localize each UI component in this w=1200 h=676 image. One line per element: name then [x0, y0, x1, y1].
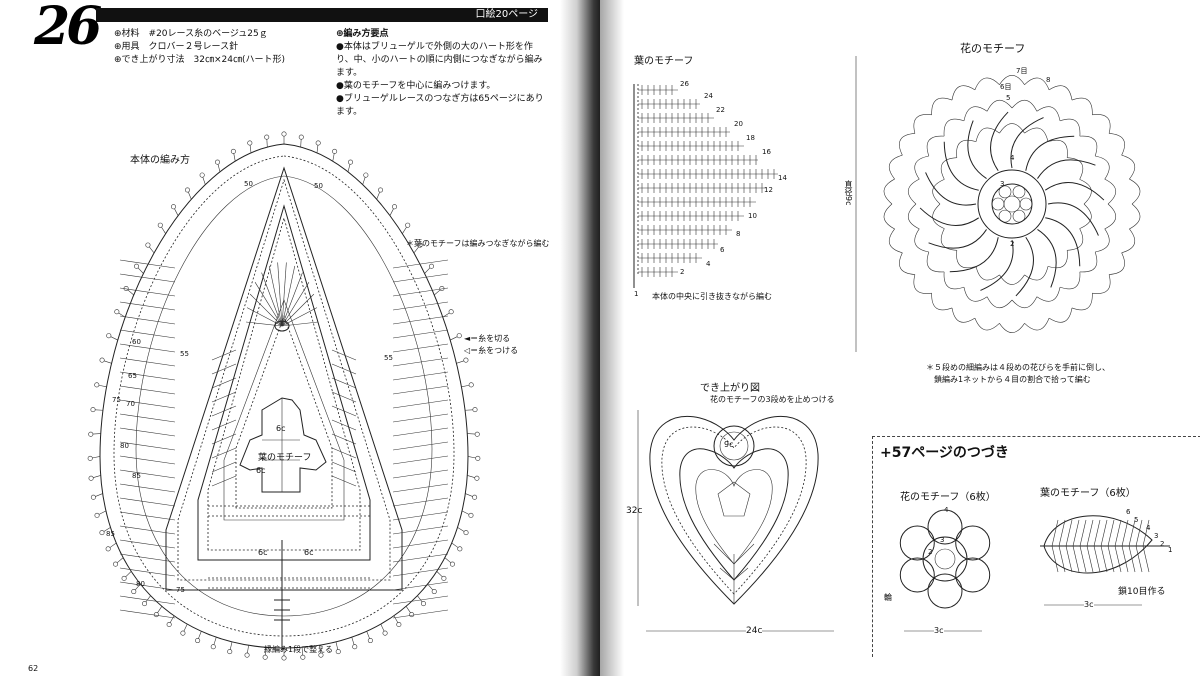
dim-label: 6c [258, 548, 268, 557]
flower-row: 8 [1046, 76, 1051, 84]
flower-row: 3 [1000, 180, 1005, 188]
small-leaf-row: 5 [1134, 516, 1139, 524]
small-leaf-row: 6 [1126, 508, 1131, 516]
width-line [646, 630, 834, 632]
finished-title: でき上がり図 [700, 383, 760, 394]
small-leaf-chain: 鎖10目作る [1118, 587, 1166, 597]
leaf-motif-note: 本体の中央に引き抜きながら編む [652, 292, 772, 301]
cont-leaf-title: 葉のモチーフ（6枚） [1040, 488, 1136, 499]
small-leaf-chart [1040, 515, 1170, 574]
continuation-title: +57ページのつづき [880, 445, 1009, 461]
small-flower-row: 4 [944, 506, 949, 514]
height-line [637, 410, 639, 606]
leaf-motif-chart [633, 84, 778, 288]
flower-width-line [904, 630, 982, 632]
reference-page-label: 口絵20ページ [475, 9, 538, 20]
pattern-number: 26 [34, 0, 102, 57]
small-leaf-row: 1 [1168, 546, 1173, 554]
leaf-join-annotation: ＊葉のモチーフは編みつなぎながら編む [406, 239, 550, 248]
finished-attach-note: 花のモチーフの3段めを止めつける [710, 395, 835, 404]
row-number: 55 [384, 354, 393, 362]
row-number: 10 [748, 212, 757, 220]
materials-block: ⊕材料 #20レース糸のベージュ25ｇ ⊕用具 クロバー２号レース針 ⊕でき上が… [114, 28, 285, 67]
row-number: 70 [126, 400, 135, 408]
row-number: 85 [132, 472, 141, 480]
row-number: 8 [736, 230, 741, 238]
dim-label: 6c [256, 466, 266, 475]
page-number: 62 [28, 664, 39, 673]
note-item: ●ブリューゲルレースのつなぎ方は65ページにあります。 [336, 94, 544, 117]
edge-note: 縁編み1段で整える [264, 645, 333, 654]
finished-height: 32c [626, 506, 643, 516]
note-item: ●葉のモチーフを中心に編みつけます。 [336, 81, 496, 91]
small-flower-width: 3c [934, 626, 944, 635]
small-flower-row: 3 [940, 536, 945, 544]
row-number: 85 [106, 530, 115, 538]
material-line: ⊕材料 #20レース糸のベージュ25ｇ [114, 29, 268, 39]
finished-circle-label: 9c [724, 440, 734, 449]
right-page [600, 0, 1200, 676]
row-number: 60 [132, 338, 141, 346]
legend-attach-thread: ◁＝糸をつける [464, 346, 519, 355]
flower-row: 5 [1006, 94, 1011, 102]
notes-title: ⊕編み方要点 [336, 29, 389, 39]
dim-label: 6c [304, 548, 314, 557]
heart-lace-chart [87, 131, 481, 661]
flower-motif-chart [883, 75, 1141, 333]
row-number: 80 [120, 442, 129, 450]
small-flower-chart [899, 509, 991, 609]
cont-flower-title: 花のモチーフ（6枚） [900, 492, 996, 503]
notes-block: ⊕編み方要点 ●本体はブリューゲルで外側の大のハート形を作り、中、小のハートの順… [336, 28, 550, 119]
flower-motif-title: 花のモチーフ [960, 42, 1026, 55]
small-leaf-row: 3 [1154, 532, 1159, 540]
flower-row: 4 [1010, 154, 1015, 162]
flower-diameter: 直径9c [844, 180, 853, 206]
left-page: 26 口絵20ページ ⊕材料 #20レース糸のベージュ25ｇ ⊕用具 クロバー２… [0, 0, 596, 676]
row-number: 65 [128, 372, 137, 380]
row-number: 80 [136, 580, 145, 588]
body-chart-title: 本体の編み方 [130, 155, 190, 166]
row-number: 6 [720, 246, 725, 254]
row-number: 16 [762, 148, 771, 156]
center-leaf-label: 葉のモチーフ [258, 453, 312, 463]
row-number: 55 [180, 350, 189, 358]
leaf-motif-title: 葉のモチーフ [634, 56, 694, 67]
finished-heart-diagram [649, 416, 819, 605]
leaf-width-line [1044, 604, 1142, 606]
row-number: 20 [734, 120, 743, 128]
legend-cut-thread: ◄＝糸を切る [464, 334, 511, 343]
row-number: 50 [314, 182, 323, 190]
row-number: 4 [706, 260, 711, 268]
row-number: 50 [244, 180, 253, 188]
tools-line: ⊕用具 クロバー２号レース針 [114, 42, 239, 52]
small-leaf-row: 4 [1146, 524, 1151, 532]
flower-note-1: ＊５段めの細編みは４段めの花びらを手前に倒し、 [926, 363, 1110, 372]
row-number: 26 [680, 80, 689, 88]
flower-note-2: 鎖編み1ネットから４目の割合で拾って編む [934, 375, 1091, 384]
small-flower-ring: 輪 [884, 593, 892, 602]
row-number: 24 [704, 92, 713, 100]
small-leaf-width: 3c [1084, 600, 1094, 609]
continuation-box [872, 436, 1200, 657]
row-number: 75 [176, 586, 185, 594]
row-number: 2 [680, 268, 685, 276]
small-flower-row: 2 [928, 548, 933, 556]
flower-row: 2 [1010, 240, 1015, 248]
row-number: 75 [112, 396, 121, 404]
flower-row: 7目 [1016, 67, 1028, 75]
small-leaf-row: 2 [1160, 540, 1165, 548]
dim-label: 6c [276, 424, 286, 433]
size-line: ⊕でき上がり寸法 32㎝×24㎝(ハート形) [114, 55, 286, 65]
page-shadow [600, 0, 624, 676]
row-number: 18 [746, 134, 755, 142]
row-number: 12 [764, 186, 773, 194]
note-item: ●本体はブリューゲルで外側の大のハート形を作り、中、小のハートの順に内側につなぎ… [336, 42, 543, 78]
row-number: 1 [634, 290, 639, 298]
row-number: 22 [716, 106, 725, 114]
row-number: 14 [778, 174, 787, 182]
flower-row: 6目 [1000, 83, 1012, 91]
finished-width: 24c [746, 626, 763, 636]
header-bar: 口絵20ページ [96, 8, 548, 22]
flower-diameter-line [855, 56, 857, 352]
